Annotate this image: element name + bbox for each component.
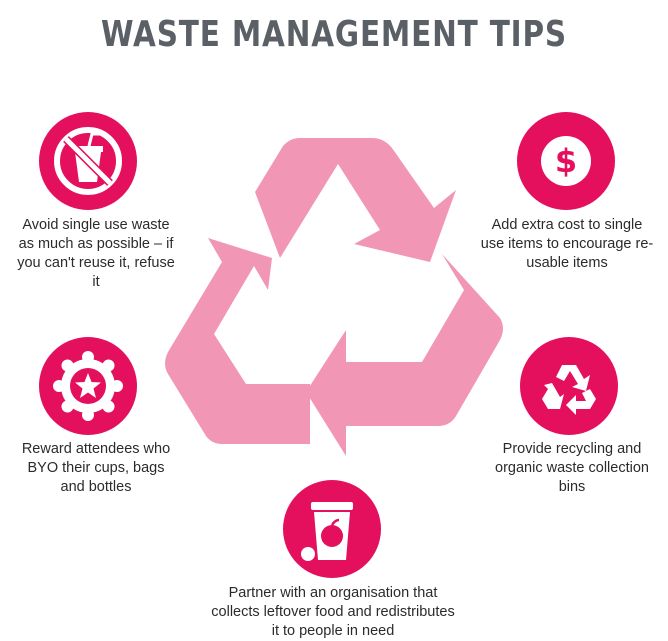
tip-icon-circle (520, 337, 618, 435)
recycle-icon (542, 365, 596, 415)
star-badge-icon (53, 351, 123, 421)
tip-text: Provide recycling and organic waste coll… (495, 441, 649, 495)
dollar-icon: $ (541, 136, 591, 186)
tip-icon-circle (39, 112, 137, 210)
tip-text: Add extra cost to single use items to en… (480, 217, 654, 271)
page-title: WASTE MANAGEMENT TIPS (101, 14, 567, 55)
tip-text: Reward attendees who BYO their cups, bag… (21, 441, 171, 495)
tip-icon-circle: $ (517, 112, 615, 210)
tip-icon-circle (283, 480, 381, 578)
tip-icon-circle (39, 337, 137, 435)
tip-text: Avoid single use waste as much as possib… (17, 217, 175, 290)
svg-text:$: $ (555, 142, 577, 180)
no-drink-cup-icon (54, 127, 122, 195)
tip-text: Partner with an organisation that collec… (211, 585, 455, 639)
food-bin-icon (301, 502, 353, 561)
recycle-symbol-icon (165, 138, 503, 456)
